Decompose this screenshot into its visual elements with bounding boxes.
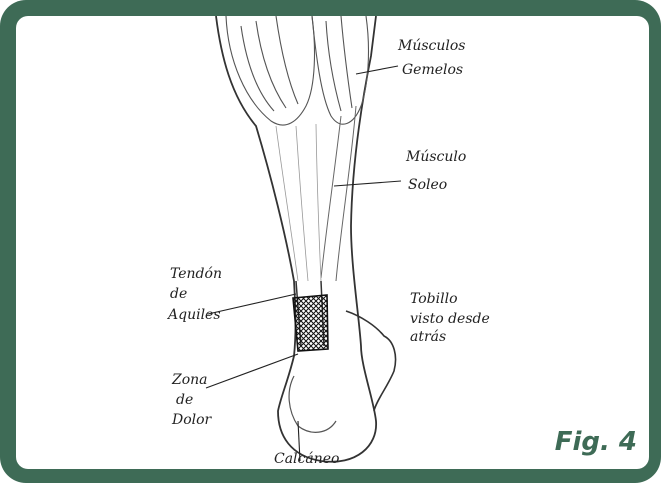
label-visto: visto desde: [410, 311, 490, 327]
label-de-1: de: [170, 286, 187, 302]
calf-outline: [216, 16, 376, 462]
label-gemelos: Gemelos: [402, 62, 463, 78]
label-aquiles: Aquiles: [166, 307, 221, 323]
label-musculo: Músculo: [405, 149, 466, 165]
label-tendon: Tendón: [170, 266, 222, 282]
calcaneo-bone: [289, 376, 336, 432]
figure-caption: Fig. 4: [555, 427, 637, 457]
label-atras: atrás: [410, 329, 446, 345]
illustration-panel: Músculos Gemelos Músculo Soleo Tendón de…: [16, 16, 649, 469]
label-soleo: Soleo: [408, 177, 447, 193]
label-dolor: Dolor: [171, 412, 213, 428]
label-zona: Zona: [171, 372, 208, 388]
leg-anatomy-illustration: Músculos Gemelos Músculo Soleo Tendón de…: [16, 16, 649, 469]
soleo-muscle: [321, 106, 356, 281]
pain-zone: [293, 295, 328, 351]
label-de-2: de: [176, 392, 193, 408]
tendon-lines: [276, 124, 321, 281]
gemelos-muscle: [226, 16, 368, 125]
label-musculos: Músculos: [397, 38, 465, 54]
label-tobillo: Tobillo: [410, 291, 458, 307]
label-calcaneo: Calcáneo: [274, 451, 339, 467]
